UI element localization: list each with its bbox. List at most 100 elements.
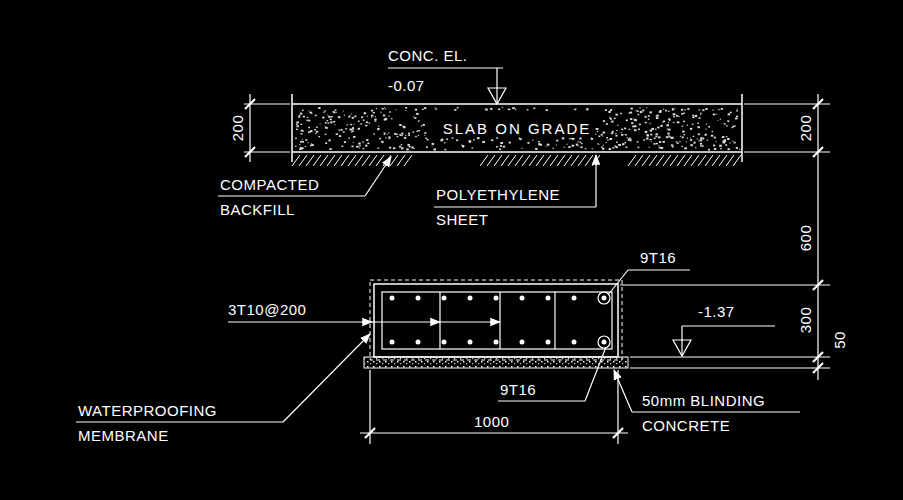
concrete-stipple <box>432 143 434 145</box>
concrete-stipple <box>299 115 301 116</box>
soil-hatch <box>320 155 328 166</box>
concrete-stipple <box>646 107 647 109</box>
concrete-stipple <box>336 134 338 135</box>
concrete-stipple <box>611 132 613 134</box>
concrete-stipple <box>338 116 341 118</box>
concrete-stipple <box>344 141 346 143</box>
concrete-stipple <box>339 135 341 137</box>
concrete-stipple <box>668 136 670 138</box>
concrete-stipple <box>316 127 318 128</box>
concrete-stipple <box>612 131 614 133</box>
concrete-stipple <box>649 139 650 141</box>
concrete-stipple <box>346 124 347 126</box>
concrete-stipple <box>708 126 710 127</box>
concrete-stipple <box>562 137 564 139</box>
dimension: 600 <box>796 225 816 252</box>
concrete-stipple <box>702 138 704 140</box>
concrete-stipple <box>670 137 672 139</box>
concrete-stipple <box>714 137 716 139</box>
dimension-ticks <box>813 99 823 109</box>
concrete-stipple <box>661 147 663 149</box>
concrete-stipple <box>737 108 738 110</box>
soil-hatch <box>299 155 307 166</box>
concrete-stipple <box>639 107 640 108</box>
concrete-stipple <box>667 133 669 135</box>
concrete-stipple <box>603 120 605 122</box>
concrete-stipple <box>527 109 529 110</box>
concrete-stipple <box>311 143 312 145</box>
concrete-stipple <box>598 143 599 145</box>
concrete-stipple <box>384 133 386 135</box>
leader-lines <box>440 321 500 322</box>
concrete-stipple <box>378 126 379 127</box>
concrete-stipple <box>662 121 663 123</box>
concrete-stipple <box>423 124 425 126</box>
concrete-stipple <box>717 108 718 110</box>
soil-hatch <box>501 155 509 166</box>
concrete-stipple <box>705 129 706 130</box>
soil-hatch <box>348 155 356 166</box>
concrete-stipple <box>366 139 368 141</box>
soil-hatch <box>684 155 692 166</box>
concrete-stipple <box>637 141 639 142</box>
concrete-stipple <box>675 107 676 109</box>
material-note: POLYETHYLENE SHEET <box>436 182 576 232</box>
concrete-stipple <box>330 121 332 123</box>
concrete-stipple <box>607 139 608 140</box>
concrete-stipple <box>700 114 701 116</box>
concrete-stipple <box>621 134 623 136</box>
concrete-stipple <box>508 109 510 111</box>
soil-hatch <box>557 155 565 166</box>
concrete-stipple <box>402 126 404 127</box>
concrete-stipple <box>335 109 337 110</box>
concrete-stipple <box>615 114 617 116</box>
concrete-stipple <box>581 143 582 144</box>
soil-hatch <box>642 155 650 166</box>
leader-lines <box>228 321 372 322</box>
material-note: 50mm BLINDING CONCRETE <box>642 388 802 438</box>
concrete-stipple <box>327 114 328 116</box>
leader-lines <box>372 321 440 322</box>
concrete-stipple <box>612 147 614 149</box>
level-value: -0.07 <box>388 76 425 96</box>
concrete-stipple <box>315 133 316 134</box>
concrete-stipple <box>615 135 617 137</box>
concrete-stipple <box>726 136 727 137</box>
concrete-stipple <box>469 140 471 142</box>
concrete-stipple <box>625 142 627 143</box>
concrete-stipple <box>690 139 692 141</box>
concrete-stipple <box>628 129 630 130</box>
concrete-stipple <box>330 118 332 120</box>
concrete-stipple <box>307 120 309 121</box>
concrete-stipple <box>388 132 389 133</box>
concrete-stipple <box>630 139 631 140</box>
concrete-stipple <box>684 147 687 149</box>
concrete-stipple <box>302 139 303 141</box>
concrete-stipple <box>701 145 703 147</box>
soil-hatch <box>292 155 741 166</box>
soil-hatch <box>362 155 370 166</box>
beam <box>439 292 440 349</box>
concrete-stipple <box>388 136 390 138</box>
level-markers <box>388 67 503 68</box>
concrete-stipple <box>632 125 634 127</box>
concrete-stipple <box>388 138 390 139</box>
concrete-stipple <box>722 136 724 138</box>
concrete-stipple <box>424 134 425 136</box>
concrete-stipple <box>401 147 403 149</box>
concrete-stipple <box>602 135 603 137</box>
soil-hatch <box>698 155 706 166</box>
concrete-stipple <box>381 141 383 143</box>
concrete-stipple <box>491 139 493 141</box>
concrete-stipple <box>712 131 714 132</box>
concrete-stipple <box>500 142 503 144</box>
concrete-stipple <box>421 125 422 126</box>
concrete-stipple <box>425 138 427 139</box>
concrete-stipple <box>658 136 660 138</box>
concrete-stipple <box>343 131 345 132</box>
concrete-stipple <box>686 141 687 143</box>
concrete-stipple <box>730 112 732 114</box>
concrete-stipple <box>325 134 327 135</box>
concrete-stipple <box>572 138 574 140</box>
concrete-stipple <box>308 132 309 133</box>
